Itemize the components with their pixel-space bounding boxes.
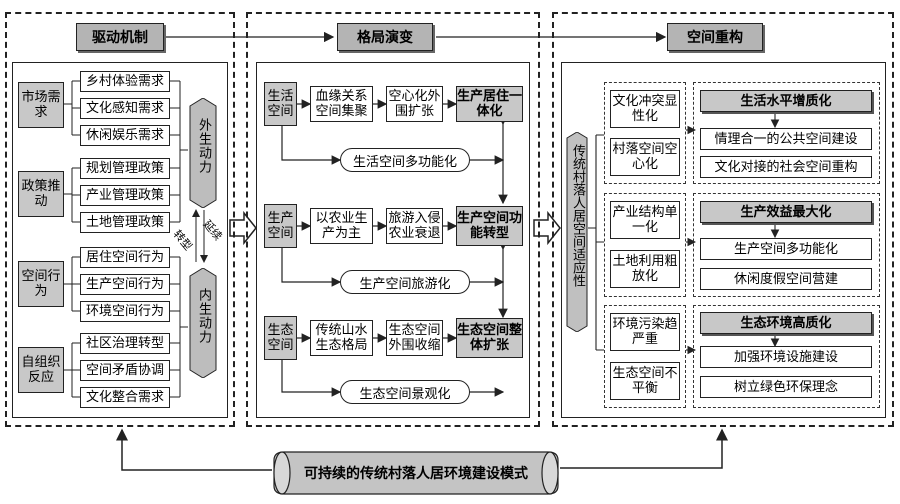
- space-living: 生活空间: [264, 82, 297, 126]
- measure-public-space: 情理合一的公共空间建设: [700, 128, 872, 150]
- space-inner-frame: [561, 62, 886, 418]
- return-arrow-left: [116, 428, 272, 471]
- pill-living-multifunction: 生活空间多功能化: [340, 148, 470, 172]
- pattern-inner-frame: [256, 62, 530, 418]
- item-industry-policy: 产业管理政策: [80, 185, 170, 206]
- block-arrow-1: [229, 210, 257, 246]
- sustainable-model-label: 可持续的传统村落人居环境建设模式: [304, 466, 528, 482]
- goal-ecology-quality: 生态环境高质化: [700, 312, 872, 334]
- drive-header: 驱动机制: [76, 23, 164, 51]
- space-panel: [552, 12, 894, 427]
- problem-culture-conflict: 文化冲突显性化: [610, 90, 680, 128]
- internal-force-label: 内生动力: [196, 288, 211, 344]
- measure-leisure-resort: 休闲度假空间营建: [700, 268, 872, 290]
- measure-environment-facility: 加强环境设施建设: [700, 346, 872, 368]
- adaptability-label: 传统村落人居空间适应性: [570, 144, 585, 287]
- living-step1: 血缘关系空间集聚: [310, 86, 373, 122]
- ecology-result: 生态空间整体扩张: [456, 318, 523, 358]
- external-force-label: 外生动力: [196, 118, 211, 174]
- ecology-step1: 传统山水生态格局: [310, 320, 373, 356]
- living-result: 生产居住一体化: [456, 86, 523, 122]
- drive-panel: [5, 12, 235, 427]
- measure-production-multifunction: 生产空间多功能化: [700, 238, 872, 260]
- problem-industry-single: 产业结构单一化: [610, 201, 680, 239]
- pill-production-tourism: 生产空间旅游化: [340, 270, 470, 294]
- return-arrow-right: [560, 428, 728, 469]
- goal-production-benefit: 生产效益最大化: [700, 201, 872, 223]
- measure-social-space: 文化对接的社会空间重构: [700, 156, 872, 178]
- space-header: 空间重构: [667, 23, 763, 51]
- group-self-organize: 自组织反应: [18, 347, 64, 393]
- item-rural-experience: 乡村体验需求: [80, 71, 170, 92]
- goal-group-1: [693, 82, 880, 184]
- item-land-policy: 土地管理政策: [80, 212, 170, 233]
- problem-group-1: [604, 82, 686, 184]
- item-leisure: 休闲娱乐需求: [80, 125, 170, 146]
- drive-inner-frame: [12, 62, 228, 418]
- measure-green-concept: 树立绿色环保理念: [700, 376, 872, 398]
- production-result: 生产空间功能转型: [456, 206, 523, 246]
- pattern-panel: [246, 12, 540, 427]
- problem-ecology-imbalance: 生态空间不平衡: [610, 362, 680, 400]
- internal-force-banner: 内生动力: [188, 268, 218, 378]
- goal-living-quality: 生活水平增质化: [700, 90, 872, 112]
- ecology-step2: 生态空间外围收缩: [386, 320, 443, 356]
- sustainable-model-banner: 可持续的传统村落人居环境建设模式: [270, 446, 562, 498]
- problem-group-3: [604, 305, 686, 408]
- problem-land-extensive: 土地利用粗放化: [610, 250, 680, 288]
- item-space-conflict: 空间矛盾协调: [80, 360, 170, 381]
- item-culture-perception: 文化感知需求: [80, 98, 170, 119]
- goal-group-2: [693, 193, 880, 297]
- production-step2: 旅游入侵农业衰退: [386, 208, 443, 244]
- left-brackets: [64, 80, 188, 398]
- goal-group-3: [693, 305, 880, 408]
- group-policy: 政策推动: [18, 171, 64, 217]
- problem-group-2: [604, 193, 686, 297]
- living-step2: 空心化外围扩张: [386, 86, 443, 122]
- space-production: 生产空间: [264, 204, 297, 248]
- adaptability-banner: 传统村落人居空间适应性: [566, 132, 588, 332]
- space-ecology: 生态空间: [264, 316, 297, 360]
- middle-arrows: [281, 99, 508, 397]
- pill-ecology-landscape: 生态空间景观化: [340, 380, 470, 404]
- item-residential-behavior: 居住空间行为: [80, 247, 170, 268]
- problem-pollution: 环境污染趋严重: [610, 313, 680, 351]
- item-community-governance: 社区治理转型: [80, 333, 170, 354]
- group-market-demand: 市场需求: [18, 82, 64, 128]
- problem-village-hollow: 村落空间空心化: [610, 138, 680, 176]
- production-step1: 以农业生产为主: [310, 208, 373, 244]
- group-space-behavior: 空间行为: [18, 261, 64, 307]
- item-culture-integration: 文化整合需求: [80, 387, 170, 408]
- item-planning-policy: 规划管理政策: [80, 158, 170, 179]
- external-force-banner: 外生动力: [188, 98, 218, 208]
- pattern-header: 格局演变: [337, 23, 433, 51]
- item-environment-behavior: 环境空间行为: [80, 301, 170, 322]
- item-production-behavior: 生产空间行为: [80, 274, 170, 295]
